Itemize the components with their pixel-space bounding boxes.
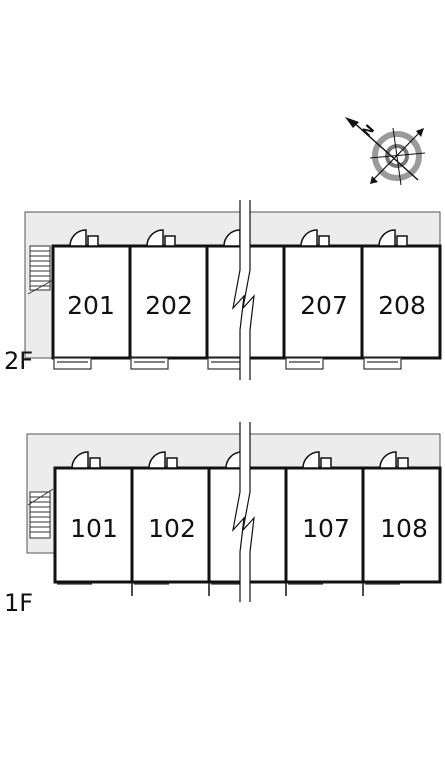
doors-2f bbox=[69, 229, 408, 247]
door-icon bbox=[379, 451, 397, 469]
compass-axis-h bbox=[369, 152, 426, 159]
balcony bbox=[285, 357, 324, 370]
room-1f-1 bbox=[53, 466, 134, 584]
break-gap-2f bbox=[240, 200, 250, 380]
break-line-2f bbox=[232, 200, 245, 380]
room-number: 102 bbox=[148, 514, 196, 543]
floor-label: 1F bbox=[4, 589, 33, 617]
door-icon bbox=[146, 229, 164, 247]
room-1f-4 bbox=[284, 466, 365, 584]
door-icon bbox=[166, 457, 178, 469]
compass-tick-icon bbox=[416, 128, 424, 137]
door-icon bbox=[396, 235, 408, 247]
north-label: N bbox=[360, 122, 378, 140]
room-number: 101 bbox=[70, 514, 118, 543]
compass-axis-ew bbox=[371, 131, 421, 182]
break-line-1f bbox=[242, 422, 255, 602]
door-icon bbox=[164, 235, 176, 247]
door-icon bbox=[71, 451, 89, 469]
door-icon bbox=[302, 451, 320, 469]
stairs-2f-steps bbox=[30, 250, 50, 287]
north-arrow-icon bbox=[345, 117, 359, 128]
stairs-1f-landing bbox=[27, 488, 54, 506]
room-number: 207 bbox=[300, 291, 348, 320]
room-number: 208 bbox=[378, 291, 426, 320]
compass-tick-icon bbox=[370, 176, 378, 184]
balcony bbox=[130, 357, 169, 370]
room-number: 201 bbox=[67, 291, 115, 320]
door-icon bbox=[318, 235, 330, 247]
floor-1f: 101 102 107 108 1F bbox=[4, 422, 442, 617]
compass-axis-ns bbox=[350, 119, 419, 181]
balcony bbox=[53, 357, 92, 370]
door-icon bbox=[397, 457, 409, 469]
room-number: 107 bbox=[302, 514, 350, 543]
compass-axis-v bbox=[392, 127, 402, 186]
door-icon bbox=[300, 229, 318, 247]
balconies-2f bbox=[53, 357, 402, 370]
floor-2f: 201 202 207 208 2F bbox=[4, 200, 442, 380]
door-icon bbox=[378, 229, 396, 247]
door-icon bbox=[87, 235, 99, 247]
stairs-2f bbox=[29, 245, 51, 291]
compass-outer-ring bbox=[372, 131, 422, 181]
break-line-1f bbox=[232, 422, 245, 602]
room-number: 202 bbox=[145, 291, 193, 320]
door-icon bbox=[89, 457, 101, 469]
break-line-2f bbox=[242, 200, 255, 380]
stairs-1f bbox=[29, 491, 51, 539]
door-icon bbox=[320, 457, 332, 469]
partition-ticks-1f bbox=[131, 582, 364, 596]
room-2f-1 bbox=[51, 244, 132, 360]
doors-1f bbox=[71, 451, 409, 469]
room-number: 108 bbox=[380, 514, 428, 543]
floor-label: 2F bbox=[4, 347, 33, 375]
door-icon bbox=[148, 451, 166, 469]
compass: N bbox=[345, 117, 426, 186]
balcony bbox=[363, 357, 402, 370]
break-gap-1f bbox=[240, 422, 250, 602]
room-2f-5 bbox=[360, 244, 442, 360]
door-icon bbox=[69, 229, 87, 247]
stairs-2f-landing bbox=[27, 279, 54, 295]
